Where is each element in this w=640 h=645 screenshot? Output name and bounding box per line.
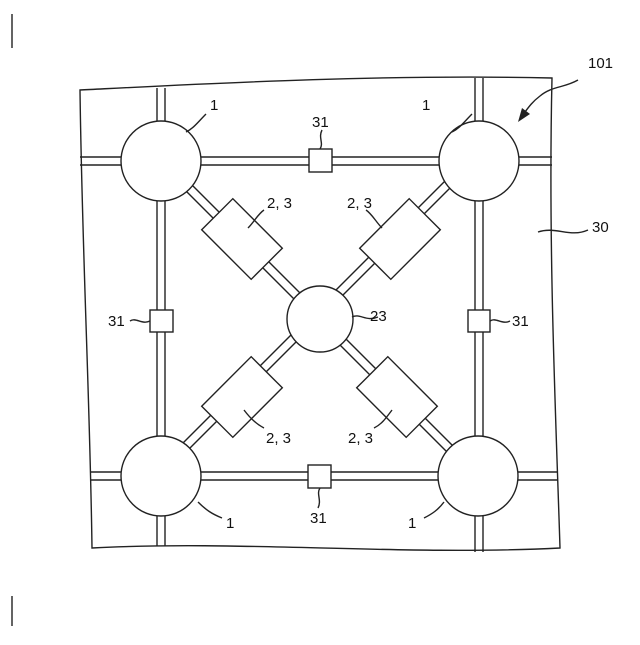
panel-label: 30 (592, 219, 609, 236)
module-label-top-left: 2, 3 (267, 195, 292, 212)
connector-top (309, 149, 332, 172)
hub (287, 286, 353, 352)
module-label-bottom-left: 2, 3 (266, 430, 291, 447)
connector-label-right: 31 (512, 313, 529, 330)
unit-label-top-right: 1 (422, 97, 430, 114)
connector-label-top: 31 (312, 114, 329, 131)
unit-top-right (439, 121, 519, 201)
unit-label-bottom-right: 1 (408, 515, 416, 532)
connector-label-left: 31 (108, 313, 125, 330)
figure-label: 101 (588, 55, 613, 72)
hub-label: 23 (370, 308, 387, 325)
unit-bottom-right (438, 436, 518, 516)
unit-label-bottom-left: 1 (226, 515, 234, 532)
unit-bottom-left (121, 436, 201, 516)
connector-bottom (308, 465, 331, 488)
connector-left (150, 310, 173, 332)
connector-label-bottom: 31 (310, 510, 327, 527)
module-label-top-right: 2, 3 (347, 195, 372, 212)
unit-top-left (121, 121, 201, 201)
module-label-bottom-right: 2, 3 (348, 430, 373, 447)
connector-right (468, 310, 490, 332)
unit-label-top-left: 1 (210, 97, 218, 114)
